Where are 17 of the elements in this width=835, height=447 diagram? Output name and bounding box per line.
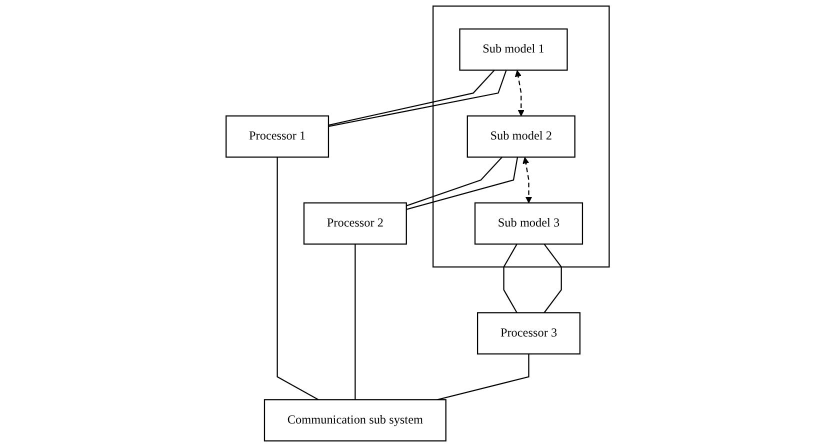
node-box: Processor 2 (303, 202, 407, 245)
connector (503, 244, 518, 314)
connector (406, 157, 518, 210)
node-box: Sub model 3 (474, 202, 583, 245)
connector (406, 156, 502, 206)
node-box: Processor 1 (225, 115, 329, 158)
node-box: Sub model 2 (466, 115, 576, 158)
connector (276, 157, 318, 400)
arrow (522, 157, 532, 204)
node-box: Processor 3 (476, 312, 580, 354)
connector (437, 354, 530, 400)
node-box: Communication sub system (264, 399, 446, 442)
connector (544, 244, 562, 314)
connector (354, 244, 356, 400)
arrow (514, 70, 524, 116)
cluster (432, 6, 610, 268)
node-box: Sub model 1 (459, 28, 568, 71)
